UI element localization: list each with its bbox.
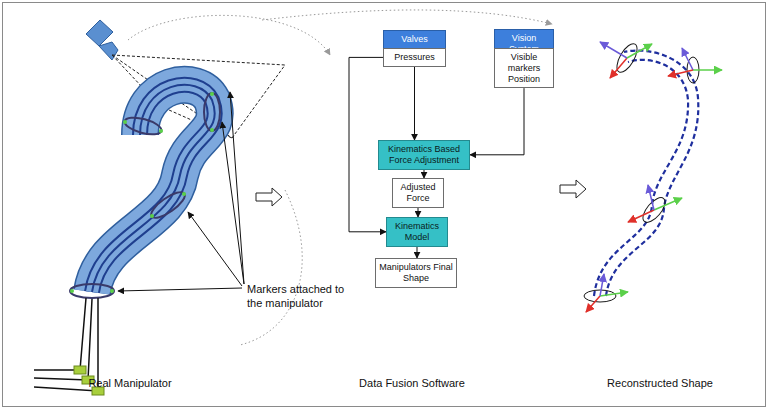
box-text: Valves: [387, 34, 442, 45]
box-text: Pressures: [387, 52, 442, 63]
box-text: Kinematics Based Force Adjustment: [382, 144, 466, 166]
frame-ring: [584, 41, 699, 302]
callout-label: Markers attached to the manipulator: [247, 282, 347, 311]
pressure-line: [34, 298, 98, 391]
process-box: Kinematics Based Force Adjustment: [378, 140, 470, 170]
process-box: Kinematics Model: [386, 217, 448, 247]
flow-connector: [417, 247, 418, 258]
marker-dot: [70, 92, 214, 293]
panel-caption: Reconstructed Shape: [580, 376, 740, 390]
view-curve: [128, 15, 330, 55]
marker-ring: [70, 93, 220, 298]
signal-box: Visible markers Position: [494, 48, 554, 88]
flow-arrow: [256, 188, 282, 206]
flow-connector: [424, 170, 425, 178]
input-box: Valves: [383, 30, 446, 49]
view-curve: [240, 190, 302, 345]
frame: [3, 3, 766, 407]
signal-box: Adjusted Force: [392, 178, 444, 208]
leader-line: [118, 92, 244, 291]
box-text: Adjusted Force: [396, 182, 440, 204]
panel-caption: Data Fusion Software: [332, 376, 492, 390]
manipulator: [92, 85, 215, 292]
flow-connector: [418, 208, 419, 217]
box-text: Kinematics Model: [390, 221, 444, 243]
panel-caption: Real Manipulator: [50, 376, 210, 390]
output-box: Manipulators Final Shape: [375, 258, 457, 288]
view-curve: [262, 10, 552, 24]
flow-connector: [470, 88, 524, 154]
signal-box: Pressures: [383, 48, 446, 67]
box-text: Manipulators Final Shape: [379, 262, 453, 284]
reconstructed-curve: [594, 51, 698, 296]
frame-axes: [586, 42, 722, 312]
flow-arrow: [560, 180, 586, 198]
flow-connector: [414, 67, 415, 140]
box-text: Visible markers Position: [498, 52, 550, 84]
